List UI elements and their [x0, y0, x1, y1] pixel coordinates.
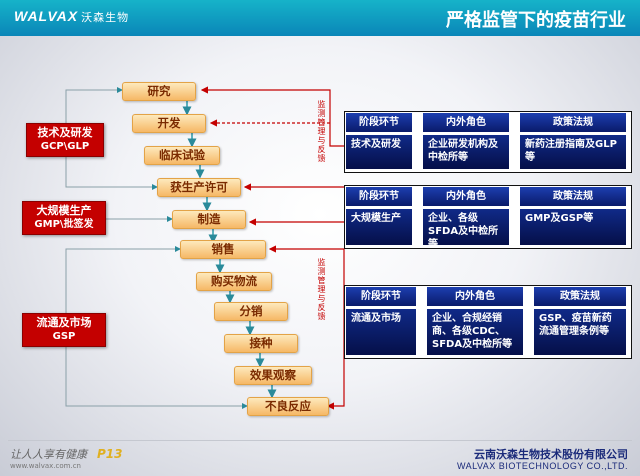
category-market-code: GSP	[52, 331, 76, 342]
category-rnd-name: 技术及研发	[37, 126, 93, 139]
footer-slogan: 让人人享有健康	[10, 448, 87, 461]
step-adverse-reaction: 不良反应	[247, 397, 329, 416]
category-production: 大规模生产 GMP\批签发	[22, 201, 106, 235]
panel-production: 阶段环节 内外角色 政策法规 大规模生产 企业、各级SFDA及中检所等 GMP及…	[344, 185, 632, 250]
panel-rnd: 阶段环节 内外角色 政策法规 技术及研发 企业研发机构及中检所等 新药注册指南及…	[344, 111, 632, 173]
category-production-name: 大规模生产	[36, 204, 92, 217]
company-name-cn: 云南沃森生物技术股份有限公司	[474, 448, 628, 461]
category-market: 流通及市场 GSP	[22, 313, 106, 347]
panel-rnd-role-text: 企业研发机构及中检所等	[428, 139, 498, 163]
panel-rnd-header-stage: 阶段环节	[346, 113, 412, 132]
panel-market-stage-text: 流通及市场	[351, 313, 401, 324]
company-name-en: WALVAX BIOTECHNOLOGY CO.,LTD.	[456, 461, 628, 471]
step-distribution: 分销	[214, 302, 288, 321]
page-number: P13	[97, 447, 123, 461]
category-rnd: 技术及研发 GCP\GLP	[26, 123, 104, 157]
step-vaccination: 接种	[224, 334, 298, 353]
panel-rnd-header-role: 内外角色	[423, 113, 509, 132]
step-development: 开发	[132, 114, 206, 133]
feedback-label-lower: 监测管理与反馈	[317, 258, 326, 321]
step-effect-observation: 效果观察	[234, 366, 312, 385]
panel-market-role-text: 企业、合规经销商、各级CDC、SFDA及中检所等	[432, 313, 513, 350]
panel-rnd-stage: 技术及研发	[346, 135, 412, 169]
step-research: 研究	[122, 82, 196, 101]
logo-cn: 沃森生物	[81, 12, 130, 24]
step-logistics: 购买物流	[196, 272, 272, 291]
panel-rnd-stage-text: 技术及研发	[351, 139, 401, 150]
panel-market-policy: GSP、疫苗新药流通管理条例等	[534, 309, 626, 355]
category-market-name: 流通及市场	[36, 316, 92, 329]
panel-market-header-stage: 阶段环节	[346, 287, 416, 306]
panel-production-policy: GMP及GSP等	[520, 209, 626, 245]
panel-production-header-stage: 阶段环节	[346, 187, 412, 206]
panel-production-stage-text: 大规模生产	[351, 213, 401, 224]
panel-market-policy-text: GSP、疫苗新药流通管理条例等	[539, 313, 612, 337]
panel-rnd-policy-text: 新药注册指南及GLP等	[525, 139, 617, 163]
feedback-label-upper: 监测管理与反馈	[317, 100, 326, 163]
step-manufacturing: 制造	[172, 210, 246, 229]
panel-market: 阶段环节 内外角色 政策法规 流通及市场 企业、合规经销商、各级CDC、SFDA…	[344, 285, 632, 359]
step-clinical-trial: 临床试验	[144, 146, 220, 165]
logo-text: WALVAX	[14, 8, 79, 24]
panel-rnd-role: 企业研发机构及中检所等	[423, 135, 509, 169]
step-production-license: 获生产许可	[157, 178, 241, 197]
panel-rnd-header-policy: 政策法规	[520, 113, 626, 132]
slide-title: 严格监管下的疫苗行业	[446, 10, 626, 31]
panel-rnd-policy: 新药注册指南及GLP等	[520, 135, 626, 169]
category-rnd-code: GCP\GLP	[40, 141, 90, 152]
panel-production-role: 企业、各级SFDA及中检所等	[423, 209, 509, 250]
panel-market-header-policy: 政策法规	[534, 287, 626, 306]
panel-market-role: 企业、合规经销商、各级CDC、SFDA及中检所等	[427, 309, 523, 355]
panel-production-header-policy: 政策法规	[520, 187, 626, 206]
footer-url: www.walvax.com.cn	[10, 462, 81, 470]
step-sales: 销售	[180, 240, 266, 259]
panel-market-header-role: 内外角色	[427, 287, 523, 306]
panel-production-header-role: 内外角色	[423, 187, 509, 206]
panel-production-role-text: 企业、各级SFDA及中检所等	[428, 213, 499, 250]
panel-production-stage: 大规模生产	[346, 209, 412, 245]
category-production-code: GMP\批签发	[34, 219, 94, 230]
panel-market-stage: 流通及市场	[346, 309, 416, 355]
panel-production-policy-text: GMP及GSP等	[525, 213, 594, 224]
footer-divider	[8, 440, 632, 441]
